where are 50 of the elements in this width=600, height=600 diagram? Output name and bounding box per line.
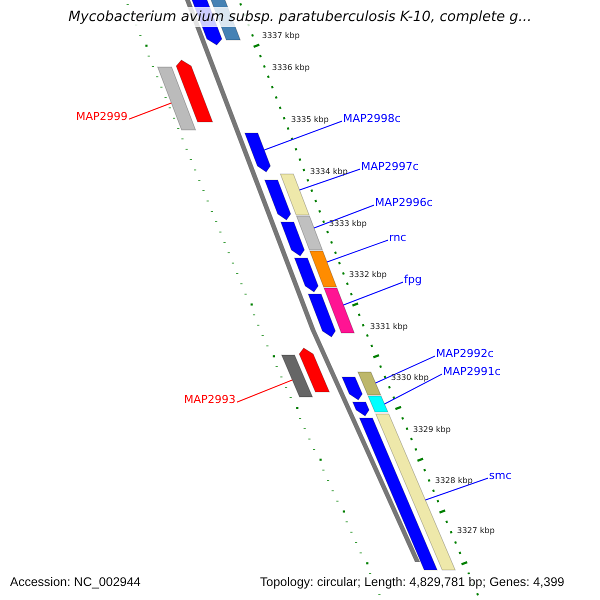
gene-block	[341, 376, 363, 401]
scale-label: 3329 kbp	[413, 425, 451, 435]
gene-block	[176, 59, 214, 122]
leader-line	[424, 478, 488, 500]
gene-block	[296, 216, 323, 250]
gene-block	[264, 180, 292, 221]
leader-line	[384, 374, 442, 404]
leader-line	[236, 380, 293, 403]
gene-block	[352, 402, 370, 417]
gene-label: MAP2998c	[343, 112, 401, 125]
scale-label: 3333 kbp	[329, 219, 367, 229]
gene-block	[323, 288, 355, 334]
info-text: Topology: circular; Length: 4,829,781 bp; Genes: 4,399	[258, 574, 566, 590]
leader-line	[314, 204, 374, 228]
scale-label: 3337 kbp	[262, 31, 300, 41]
gene-block	[375, 414, 456, 570]
scale-label: 3335 kbp	[291, 115, 329, 125]
scale-label: 3334 kbp	[310, 167, 348, 177]
gene-block	[308, 294, 336, 338]
scale-label: 3332 kbp	[349, 270, 387, 280]
leader-line	[128, 102, 172, 120]
gene-label: smc	[489, 469, 512, 482]
gene-label: MAP2999	[76, 110, 128, 123]
gene-block	[294, 258, 319, 293]
gene-block	[281, 354, 314, 398]
leader-line	[375, 356, 436, 384]
scale-label: 3327 kbp	[457, 526, 495, 536]
gene-label: MAP2997c	[361, 160, 419, 173]
leader-line	[342, 282, 404, 306]
gene-block	[280, 222, 305, 257]
gene-block	[368, 396, 388, 412]
gene-block	[280, 174, 310, 216]
scale-label: 3336 kbp	[272, 63, 310, 73]
gene-label: MAP2996c	[375, 196, 433, 209]
gene-label: MAP2993	[184, 393, 236, 406]
leader-line	[264, 120, 342, 150]
gene-label: rnc	[389, 231, 406, 244]
gene-label: fpg	[404, 273, 422, 286]
gene-block	[244, 132, 271, 173]
gene-label: MAP2992c	[436, 347, 494, 360]
info-text: Accession: NC_002944	[8, 574, 143, 590]
gene-block	[298, 347, 330, 392]
scale-label: 3331 kbp	[370, 322, 408, 332]
gene-block	[357, 372, 382, 396]
scale-label: 3328 kbp	[435, 476, 473, 486]
gene-block	[309, 250, 338, 288]
gene-label: MAP2991c	[443, 365, 501, 378]
scale-label: 3330 kbp	[391, 373, 429, 383]
gene-block	[157, 66, 196, 130]
leader-line	[326, 240, 388, 262]
